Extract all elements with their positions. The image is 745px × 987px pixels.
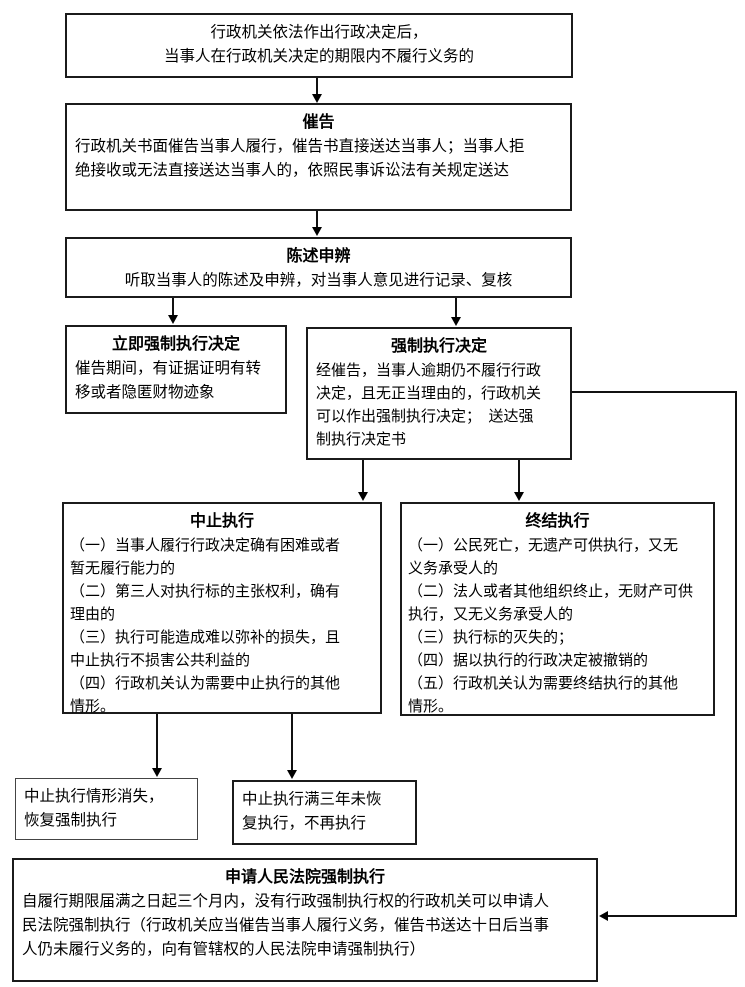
arrow-qiangzhi-to-zhongzhi-head	[358, 492, 368, 501]
flow-box-decision: 行政机关依法作出行政决定后， 当事人在行政机关决定的期限内不履行义务的	[65, 13, 573, 78]
arrow-decision-to-cuigao-line	[316, 78, 318, 95]
box-body: （一）公民死亡，无遗产可供执行，又无 义务承受人的 （二）法人或者其他组织终止，…	[408, 537, 694, 715]
arrow-qiangzhi-to-shenqing-head	[599, 911, 608, 921]
arrow-qiangzhi-to-zhongjie-line	[518, 460, 520, 493]
box-body: 中止执行情形消失， 恢复强制执行	[24, 788, 164, 829]
box-body: 行政机关依法作出行政决定后， 当事人在行政机关决定的期限内不履行义务的	[163, 24, 474, 65]
flow-box-liji: 立即强制执行决定 催告期间，有证据证明有转 移或者隐匿财物迹象	[65, 325, 287, 414]
arrow-zhongzhi-to-sannian-line	[291, 714, 293, 771]
arrow-zhongzhi-to-xiaoshi-line	[156, 714, 158, 769]
arrow-decision-to-cuigao-head	[312, 94, 322, 103]
box-title: 中止执行	[189, 513, 254, 530]
box-body: 行政机关书面催告当事人履行，催告书直接送达当事人；当事人拒 绝接收或无法直接送达…	[75, 138, 525, 179]
arrow-cuigao-to-chenshu-line	[316, 211, 318, 228]
flow-box-sannian: 中止执行满三年未恢 复执行，不再执行	[232, 780, 417, 845]
flow-box-chenshu: 陈述申辨 听取当事人的陈述及申辨，对当事人意见进行记录、复核	[65, 237, 572, 298]
arrow-qiangzhi-to-shenqing-segment-right	[735, 391, 737, 917]
arrow-chenshu-to-qiangzhi-head	[451, 317, 461, 326]
arrow-qiangzhi-to-shenqing-segment-top	[572, 391, 737, 393]
box-title: 终结执行	[525, 513, 590, 530]
arrow-zhongzhi-to-xiaoshi-head	[152, 768, 162, 777]
box-body: 催告期间，有证据证明有转 移或者隐匿财物迹象	[75, 360, 262, 401]
arrow-chenshu-to-liji-line	[172, 298, 174, 316]
box-title: 申请人民法院强制执行	[224, 869, 385, 886]
arrow-chenshu-to-liji-head	[168, 315, 178, 324]
flow-box-zhongzhi: 中止执行 （一）当事人履行行政决定确有困难或者 暂无履行能力的 （二）第三人对执…	[62, 502, 382, 715]
box-title: 陈述申辨	[286, 248, 351, 265]
flow-box-xiaoshi: 中止执行情形消失， 恢复强制执行	[15, 778, 198, 840]
box-title: 立即强制执行决定	[111, 336, 240, 353]
box-body: 自履行期限届满之日起三个月内，没有行政强制执行权的行政机关可以申请人 民法院强制…	[22, 893, 550, 958]
arrow-qiangzhi-to-shenqing-segment-bottom	[608, 915, 737, 917]
arrow-qiangzhi-to-zhongzhi-line	[362, 460, 364, 493]
arrow-cuigao-to-chenshu-head	[312, 227, 322, 236]
flow-box-zhongjie: 终结执行 （一）公民死亡，无遗产可供执行，又无 义务承受人的 （二）法人或者其他…	[400, 502, 715, 716]
arrow-chenshu-to-qiangzhi-line	[455, 298, 457, 318]
box-body: （一）当事人履行行政决定确有困难或者 暂无履行能力的 （二）第三人对执行标的主张…	[70, 537, 341, 715]
box-title: 催告	[302, 114, 335, 131]
arrow-qiangzhi-to-zhongjie-head	[514, 492, 524, 501]
flow-box-cuigao: 催告 行政机关书面催告当事人履行，催告书直接送达当事人；当事人拒 绝接收或无法直…	[65, 103, 572, 211]
flow-box-shenqing: 申请人民法院强制执行 自履行期限届满之日起三个月内，没有行政强制执行权的行政机关…	[12, 858, 598, 982]
box-title: 强制执行决定	[390, 338, 487, 355]
box-body: 听取当事人的陈述及申辨，对当事人意见进行记录、复核	[124, 272, 513, 289]
box-body: 中止执行满三年未恢 复执行，不再执行	[242, 791, 382, 832]
arrow-zhongzhi-to-sannian-head	[287, 770, 297, 779]
flow-box-qiangzhi: 强制执行决定 经催告，当事人逾期仍不履行行政 决定，且无正当理由的，行政机关 可…	[306, 327, 572, 460]
box-body: 经催告，当事人逾期仍不履行行政 决定，且无正当理由的，行政机关 可以作出强制执行…	[316, 362, 542, 448]
